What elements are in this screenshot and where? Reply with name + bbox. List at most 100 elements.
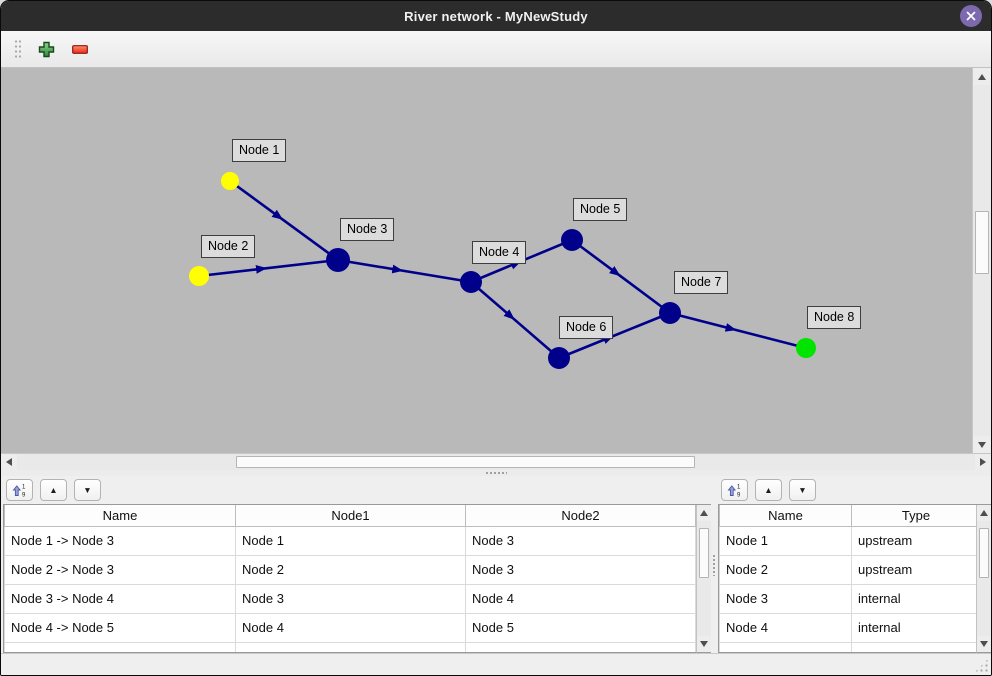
table-cell[interactable]: Node 3 (465, 525, 696, 556)
branches-vscrollbar[interactable] (696, 505, 711, 653)
river-node[interactable] (659, 302, 681, 324)
scroll-up-button[interactable] (977, 505, 991, 521)
move-up-button[interactable]: ▲ (755, 479, 782, 501)
river-node[interactable] (221, 172, 239, 190)
titlebar[interactable]: River network - MyNewStudy (1, 1, 991, 31)
table-cell[interactable]: Node 4 (719, 612, 852, 643)
river-branch-edge[interactable] (470, 281, 560, 359)
canvas-vscrollbar[interactable] (972, 68, 991, 453)
sort-button[interactable]: 1 9 (721, 479, 748, 501)
table-cell[interactable]: Node 1 (235, 525, 466, 556)
table-cell[interactable] (4, 641, 236, 652)
table-cell[interactable]: Node 1 (719, 525, 852, 556)
table-cell[interactable]: internal (851, 612, 976, 643)
window-resize-grip[interactable] (974, 658, 989, 673)
scroll-up-button[interactable] (697, 505, 711, 521)
river-branch-edge[interactable] (571, 238, 671, 315)
table-cell[interactable]: upstream (851, 525, 976, 556)
table-cell[interactable]: Node 4 -> Node 5 (4, 612, 236, 643)
move-up-button[interactable]: ▲ (40, 479, 67, 501)
svg-text:1: 1 (22, 484, 26, 490)
river-branch-edge[interactable] (669, 311, 807, 350)
close-button[interactable] (960, 5, 982, 27)
branches-vscroll-thumb[interactable] (699, 528, 709, 578)
river-node[interactable] (326, 248, 350, 272)
river-branch-edge[interactable] (229, 179, 339, 262)
canvas-hscroll-thumb[interactable] (236, 456, 695, 468)
scroll-right-button[interactable] (975, 454, 991, 470)
table-cell[interactable]: Node 2 -> Node 3 (4, 554, 236, 585)
table-cell[interactable]: upstream (851, 554, 976, 585)
up-arrow-icon (978, 73, 986, 80)
table-cell[interactable]: Node 3 -> Node 4 (4, 583, 236, 614)
canvas-vscroll-thumb[interactable] (975, 211, 989, 274)
toolbar-drag-handle[interactable] (13, 38, 21, 60)
column-header[interactable]: Name (4, 505, 236, 527)
sort-ascending-icon: 1 9 (727, 484, 741, 498)
canvas-hscrollbar[interactable] (1, 453, 991, 470)
table-cell[interactable]: Node 2 (719, 554, 852, 585)
table-cell[interactable] (719, 641, 852, 652)
table-cell[interactable]: Node 3 (719, 583, 852, 614)
remove-node-button[interactable] (65, 35, 95, 63)
panel-splitter[interactable] (711, 476, 716, 653)
column-header[interactable]: Node2 (465, 505, 696, 527)
nodes-vscroll-thumb[interactable] (979, 528, 989, 578)
column-header[interactable]: Name (719, 505, 852, 527)
node-label: Node 4 (472, 241, 527, 264)
river-node[interactable] (561, 229, 583, 251)
river-node[interactable] (548, 347, 570, 369)
table-cell[interactable] (851, 641, 976, 652)
svg-text:1: 1 (737, 484, 741, 490)
river-branch-edge[interactable] (337, 258, 472, 284)
table-row[interactable] (4, 641, 696, 652)
node-label: Node 1 (232, 139, 287, 162)
down-arrow-icon (980, 641, 988, 647)
column-header[interactable]: Node1 (235, 505, 466, 527)
scroll-left-button[interactable] (1, 454, 17, 470)
move-down-button[interactable]: ▼ (74, 479, 101, 501)
scroll-down-button[interactable] (977, 636, 991, 652)
up-triangle-icon: ▲ (764, 485, 773, 495)
table-cell[interactable]: Node 4 (465, 583, 696, 614)
up-arrow-icon (980, 510, 988, 516)
sort-button[interactable]: 1 9 (6, 479, 33, 501)
river-node[interactable] (796, 338, 816, 358)
scroll-up-button[interactable] (973, 68, 991, 85)
scroll-down-button[interactable] (973, 436, 991, 453)
table-cell[interactable] (235, 641, 466, 652)
nodes-vscrollbar[interactable] (976, 505, 991, 653)
column-header[interactable]: Type (851, 505, 976, 527)
nodes-toolbar: 1 9 ▲ ▼ (716, 476, 991, 504)
table-cell[interactable]: Node 2 (235, 554, 466, 585)
river-branch-edge[interactable] (198, 258, 339, 278)
table-cell[interactable]: Node 3 (465, 554, 696, 585)
river-node[interactable] (460, 271, 482, 293)
table-cell[interactable]: Node 4 (235, 612, 466, 643)
table-row[interactable] (719, 641, 976, 652)
table-cell[interactable]: Node 1 -> Node 3 (4, 525, 236, 556)
scroll-down-button[interactable] (697, 636, 711, 652)
table-cell[interactable]: Node 5 (465, 612, 696, 643)
up-triangle-icon: ▲ (49, 485, 58, 495)
table-cell[interactable] (465, 641, 696, 652)
table-cell[interactable]: Node 3 (235, 583, 466, 614)
down-arrow-icon (700, 641, 708, 647)
horizontal-splitter[interactable] (1, 470, 991, 476)
move-down-button[interactable]: ▼ (789, 479, 816, 501)
add-node-button[interactable] (31, 35, 61, 63)
table-cell[interactable]: internal (851, 583, 976, 614)
river-node[interactable] (189, 266, 209, 286)
